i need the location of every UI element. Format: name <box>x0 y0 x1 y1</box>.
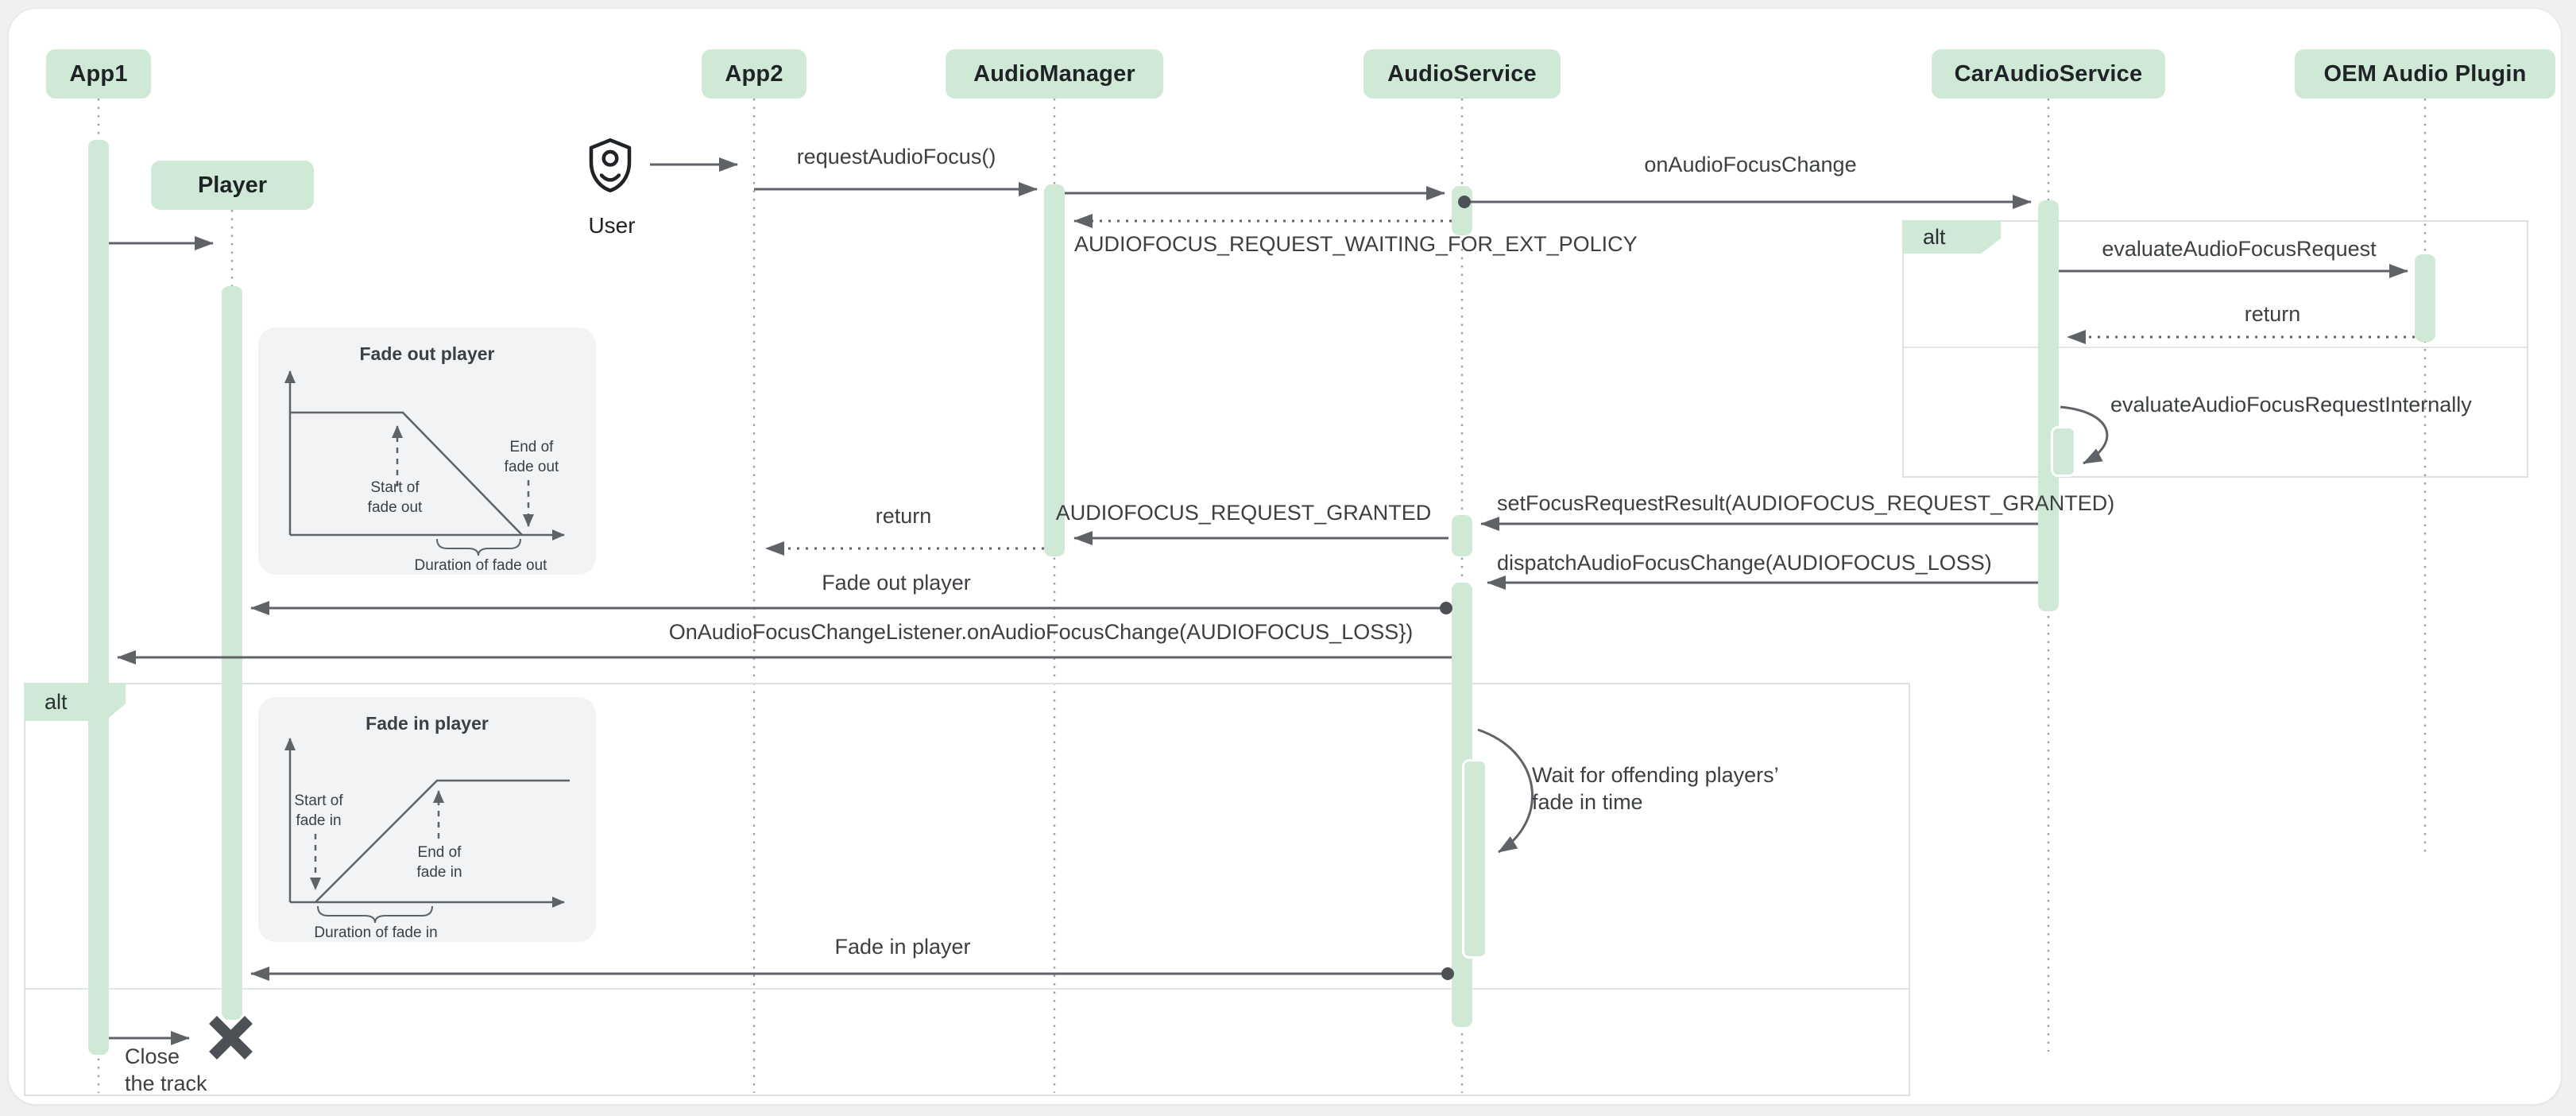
fade-in-inset-title: Fade in player <box>366 713 489 734</box>
participant-audiomanager: AudioManager <box>946 49 1163 99</box>
fade-out-inset-title: Fade out player <box>359 343 495 364</box>
origin-dot-on-audio-focus-change <box>1458 196 1471 208</box>
arrow-wait-self <box>1477 728 1534 854</box>
alt-label-text: alt <box>1923 224 1946 249</box>
label-return-right: return <box>2244 302 2301 326</box>
activation-caraudioservice <box>2038 200 2059 611</box>
note-line: Close <box>125 1044 180 1068</box>
origin-dot-fade-out <box>1440 602 1452 614</box>
fade-in-chart <box>284 738 570 924</box>
activation-audiomanager <box>1044 184 1065 556</box>
fade-out-chart <box>284 370 565 556</box>
participant-app2: App2 <box>702 49 806 99</box>
label-fade-in-player: Fade in player <box>834 935 971 959</box>
alt-fragment-right-divider <box>1904 347 2527 348</box>
fade-out-end-label: End of fade out <box>505 437 559 477</box>
participant-audioservice: AudioService <box>1363 49 1561 99</box>
note-line: Wait for offending players’ <box>1532 763 1779 787</box>
alt-fragment-right-label: alt <box>1902 220 2001 254</box>
fade-out-start-label: Start of fade out <box>368 478 423 517</box>
participant-oem-audio-plugin: OEM Audio Plugin <box>2295 49 2555 99</box>
label-line: fade out <box>504 459 559 475</box>
fade-out-brace <box>436 538 521 556</box>
destroy-x-mark <box>209 1016 253 1060</box>
fade-out-inset: Fade out player Start of fade out End of <box>258 327 596 575</box>
label-line: End of <box>509 439 554 455</box>
label-close-track: Close the track <box>125 1043 207 1097</box>
alt-fragment-left-divider <box>25 988 1909 990</box>
fade-in-brace <box>317 905 433 924</box>
participant-label: AudioManager <box>973 60 1135 87</box>
label-line: fade in <box>416 864 462 881</box>
label-line: fade in <box>296 812 342 829</box>
participant-app1: App1 <box>46 49 151 99</box>
activation-player <box>222 286 242 1020</box>
participant-label: CarAudioService <box>1954 60 2143 87</box>
activation-caraudioservice-internal <box>2051 426 2076 477</box>
label-on-change-listener: OnAudioFocusChangeListener.onAudioFocusC… <box>668 620 1414 644</box>
label-fade-out-player: Fade out player <box>822 571 971 595</box>
player-box: Player <box>151 161 314 210</box>
label-request-audio-focus: requestAudioFocus() <box>796 145 996 169</box>
user-label: User <box>588 213 636 238</box>
arrow-evaluate-internal-self <box>2060 405 2109 465</box>
fade-in-end-label: End of fade in <box>416 843 462 882</box>
fade-in-curve <box>315 779 570 903</box>
participant-label: App2 <box>725 60 783 87</box>
activation-app1 <box>88 140 109 1055</box>
player-label: Player <box>197 172 268 198</box>
fade-in-start-label: Start of fade in <box>294 791 342 831</box>
origin-dot-fade-in <box>1441 967 1454 980</box>
alt-fragment-left <box>24 683 1910 1096</box>
note-line: fade in time <box>1532 790 1643 814</box>
label-line: fade out <box>367 499 423 516</box>
label-request-granted: AUDIOFOCUS_REQUEST_GRANTED <box>1055 501 1432 525</box>
participant-caraudioservice: CarAudioService <box>1932 49 2165 99</box>
user-shield-icon <box>589 138 632 192</box>
label-line: Start of <box>294 792 343 809</box>
fade-in-inset: Fade in player Start of fade in End of f… <box>258 697 596 942</box>
alt-label-text: alt <box>44 689 68 714</box>
user-actor <box>585 135 636 200</box>
label-line: End of <box>417 844 462 861</box>
participant-label: App1 <box>69 60 128 87</box>
label-dispatch-change: dispatchAudioFocusChange(AUDIOFOCUS_LOSS… <box>1497 551 1992 575</box>
label-on-audio-focus-change: onAudioFocusChange <box>1644 153 1857 176</box>
label-line: Start of <box>370 479 420 496</box>
label-evaluate-internal: evaluateAudioFocusRequestInternally <box>2110 393 2472 417</box>
label-waiting-policy: AUDIOFOCUS_REQUEST_WAITING_FOR_EXT_POLIC… <box>1074 232 1638 256</box>
label-wait-note: Wait for offending players’ fade in time <box>1532 761 1779 816</box>
participant-label: AudioService <box>1387 60 1537 87</box>
label-evaluate-request: evaluateAudioFocusRequest <box>2102 237 2377 261</box>
label-set-focus-result: setFocusRequestResult(AUDIOFOCUS_REQUEST… <box>1497 491 2115 515</box>
label-return-left: return <box>875 504 932 528</box>
activation-audioservice-granted <box>1452 515 1472 556</box>
activation-audioservice-early <box>1452 186 1472 235</box>
alt-fragment-right <box>1902 220 2528 478</box>
activation-audioservice-wait <box>1462 759 1487 959</box>
fade-out-curve <box>290 411 523 536</box>
activation-oem-plugin <box>2415 254 2435 342</box>
note-line: the track <box>125 1071 207 1095</box>
participant-label: OEM Audio Plugin <box>2323 60 2527 87</box>
fade-out-duration-label: Duration of fade out <box>414 557 547 574</box>
fade-in-duration-label: Duration of fade in <box>314 924 438 941</box>
